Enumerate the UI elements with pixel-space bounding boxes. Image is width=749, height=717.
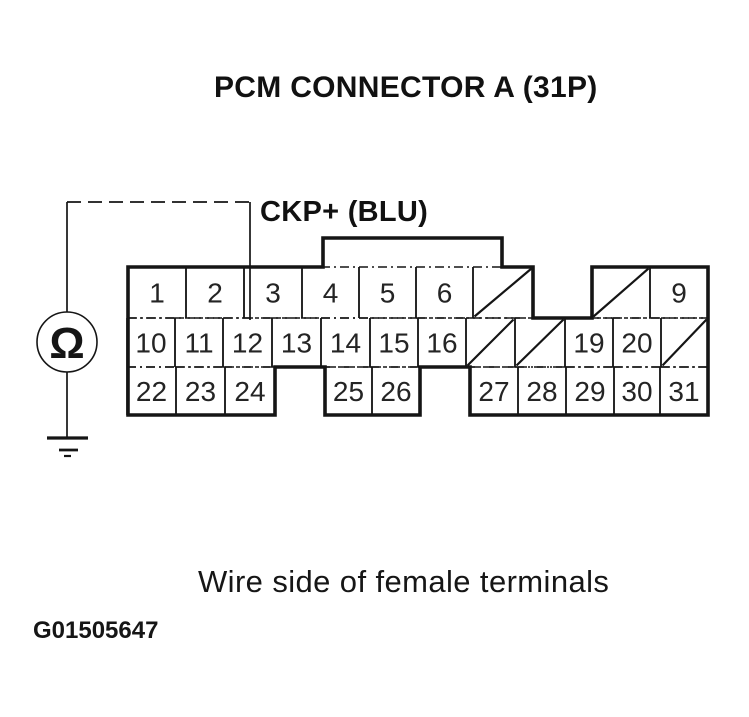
pin-label-11: 11 xyxy=(184,328,213,359)
no-pin-slash xyxy=(466,318,515,367)
no-pin-slash xyxy=(515,318,565,367)
pin-label-12: 12 xyxy=(232,328,263,359)
pin-label-29: 29 xyxy=(574,376,605,407)
pin-label-27: 27 xyxy=(478,376,509,407)
pin-label-24: 24 xyxy=(234,376,265,407)
pin-label-22: 22 xyxy=(136,376,167,407)
pin-label-9: 9 xyxy=(671,278,687,309)
pin-label-5: 5 xyxy=(380,278,396,309)
pin-label-4: 4 xyxy=(323,278,339,309)
pin-label-14: 14 xyxy=(330,328,361,359)
pin-label-20: 20 xyxy=(621,328,652,359)
connector-outline xyxy=(126,236,710,417)
no-pin-slash xyxy=(661,318,708,367)
pin-label-13: 13 xyxy=(281,328,312,359)
pin-label-6: 6 xyxy=(437,278,453,309)
pin-label-15: 15 xyxy=(378,328,409,359)
ohmmeter-symbol: Ω xyxy=(49,319,84,368)
pin-label-3: 3 xyxy=(265,278,281,309)
no-pin-slash xyxy=(473,267,533,318)
pin-label-1: 1 xyxy=(149,278,165,309)
no-pin-slash xyxy=(592,267,650,318)
wire-side-caption: Wire side of female terminals xyxy=(198,564,610,599)
pin-label-19: 19 xyxy=(573,328,604,359)
pin-label-23: 23 xyxy=(185,376,216,407)
pin-label-10: 10 xyxy=(135,328,166,359)
pin-label-16: 16 xyxy=(426,328,457,359)
pin-label-26: 26 xyxy=(380,376,411,407)
pin-label-30: 30 xyxy=(621,376,652,407)
figure-id: G01505647 xyxy=(33,617,159,644)
ohmmeter-icon xyxy=(36,311,98,373)
pin-label-31: 31 xyxy=(668,376,699,407)
diagram-title: PCM CONNECTOR A (31P) xyxy=(214,71,598,104)
pin-label-2: 2 xyxy=(207,278,223,309)
pin-label-28: 28 xyxy=(526,376,557,407)
pin-label-25: 25 xyxy=(333,376,364,407)
ckp-signal-label: CKP+ (BLU) xyxy=(260,196,429,228)
